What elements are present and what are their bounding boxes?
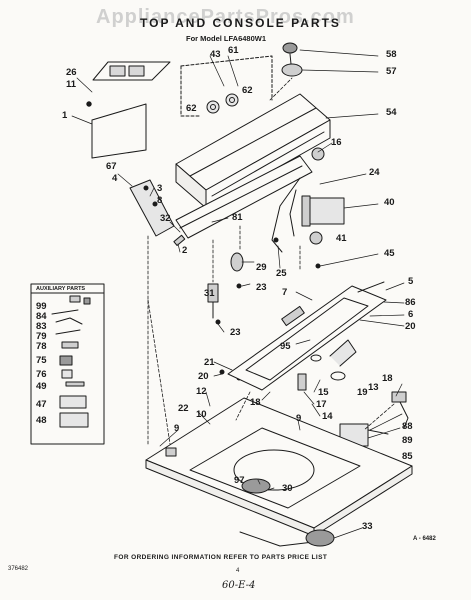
callout-7: 7 — [282, 287, 288, 298]
aux-callout-99: 99 — [36, 301, 47, 312]
callout-20-lower: 20 — [198, 371, 209, 382]
callout-62-left: 62 — [186, 103, 197, 114]
cabinet-top — [145, 397, 413, 547]
callout-26: 26 — [66, 67, 77, 78]
callout-81: 81 — [232, 212, 243, 223]
aux-callout-79: 79 — [36, 331, 47, 342]
controls-group — [180, 55, 273, 117]
aux-callout-75: 75 — [36, 355, 47, 366]
callout-45: 45 — [384, 248, 395, 259]
callout-29: 29 — [256, 262, 267, 273]
callout-41: 41 — [336, 233, 347, 244]
callout-16: 16 — [331, 137, 342, 148]
callout-30: 30 — [282, 483, 293, 494]
watermark: AppliancePartsPros.com — [96, 6, 355, 28]
leader-lines — [71, 49, 405, 539]
assembly-lines — [147, 77, 395, 447]
callout-8: 8 — [157, 195, 163, 206]
callout-11: 11 — [66, 79, 77, 90]
callout-21: 21 — [204, 357, 215, 368]
callout-40: 40 — [384, 197, 395, 208]
callout-20: 20 — [405, 321, 416, 332]
callout-61: 61 — [228, 45, 239, 56]
aux-callout-49: 49 — [36, 381, 47, 392]
callout-67: 67 — [106, 161, 117, 172]
timer-switch — [271, 147, 345, 253]
callout-43: 43 — [210, 49, 221, 60]
callout-9-right: 9 — [296, 413, 302, 424]
callout-12: 12 — [196, 386, 207, 397]
callout-85: 85 — [402, 451, 413, 462]
callout-58: 58 — [386, 49, 397, 60]
callout-57: 57 — [386, 66, 397, 77]
callout-15: 15 — [318, 387, 329, 398]
callout-17: 17 — [316, 399, 327, 410]
console-back-panel — [91, 103, 147, 159]
callout-62-right: 62 — [242, 85, 253, 96]
model-label: For Model LFA6480W1 — [186, 34, 267, 43]
aux-callout-84: 84 — [36, 311, 47, 322]
callout-86: 86 — [405, 297, 416, 308]
callout-33: 33 — [362, 521, 373, 532]
callout-89: 89 — [402, 435, 413, 446]
callout-1: 1 — [62, 110, 68, 121]
auxiliary-parts-box — [30, 283, 105, 445]
wire-pin — [173, 234, 244, 319]
callout-5: 5 — [408, 276, 414, 287]
callout-2: 2 — [182, 245, 188, 256]
callout-95: 95 — [280, 341, 291, 352]
aux-callout-78: 78 — [36, 341, 47, 352]
lid-assembly — [227, 281, 387, 391]
callout-25: 25 — [276, 268, 287, 279]
callout-54: 54 — [386, 107, 397, 118]
callout-32: 32 — [160, 213, 171, 224]
aux-callout-83: 83 — [36, 321, 47, 332]
end-cap — [129, 179, 175, 237]
lid-switch — [339, 391, 409, 447]
callout-24: 24 — [369, 167, 380, 178]
foot-33 — [305, 529, 335, 547]
callout-10: 10 — [196, 409, 207, 420]
auxiliary-parts-title: AUXILIARY PARTS — [36, 286, 86, 292]
callout-3: 3 — [157, 183, 163, 194]
figure-reference: A - 6482 — [413, 536, 436, 542]
callout-4: 4 — [112, 173, 118, 184]
callout-19: 19 — [357, 387, 368, 398]
diagram-title: TOP AND CONSOLE PARTS — [140, 16, 341, 30]
knob-58-57 — [281, 42, 303, 77]
aux-callout-48: 48 — [36, 415, 47, 426]
escutcheon-panel — [92, 61, 171, 81]
callout-14: 14 — [322, 411, 333, 422]
callout-31: 31 — [204, 288, 215, 299]
callout-88: 88 — [402, 421, 413, 432]
callout-18: 18 — [382, 373, 393, 384]
aux-callout-47: 47 — [36, 399, 47, 410]
callout-13: 13 — [368, 382, 379, 393]
aux-callout-76: 76 — [36, 369, 47, 380]
console-bracket — [175, 155, 313, 239]
callout-97: 97 — [234, 475, 245, 486]
callout-23-upper: 23 — [256, 282, 267, 293]
callout-6: 6 — [408, 309, 414, 320]
document-number: 376482 — [8, 566, 29, 572]
knobs — [206, 93, 239, 114]
callout-23-lower: 23 — [230, 327, 241, 338]
handwritten-note: 60-E-4 — [222, 580, 256, 591]
callout-22: 22 — [178, 403, 189, 414]
callout-18-lower: 18 — [250, 397, 261, 408]
ordering-info-footer: FOR ORDERING INFORMATION REFER TO PARTS … — [114, 554, 328, 561]
callout-9-left: 9 — [174, 423, 180, 434]
page-number: 4 — [236, 568, 240, 574]
console-housing — [175, 93, 331, 209]
